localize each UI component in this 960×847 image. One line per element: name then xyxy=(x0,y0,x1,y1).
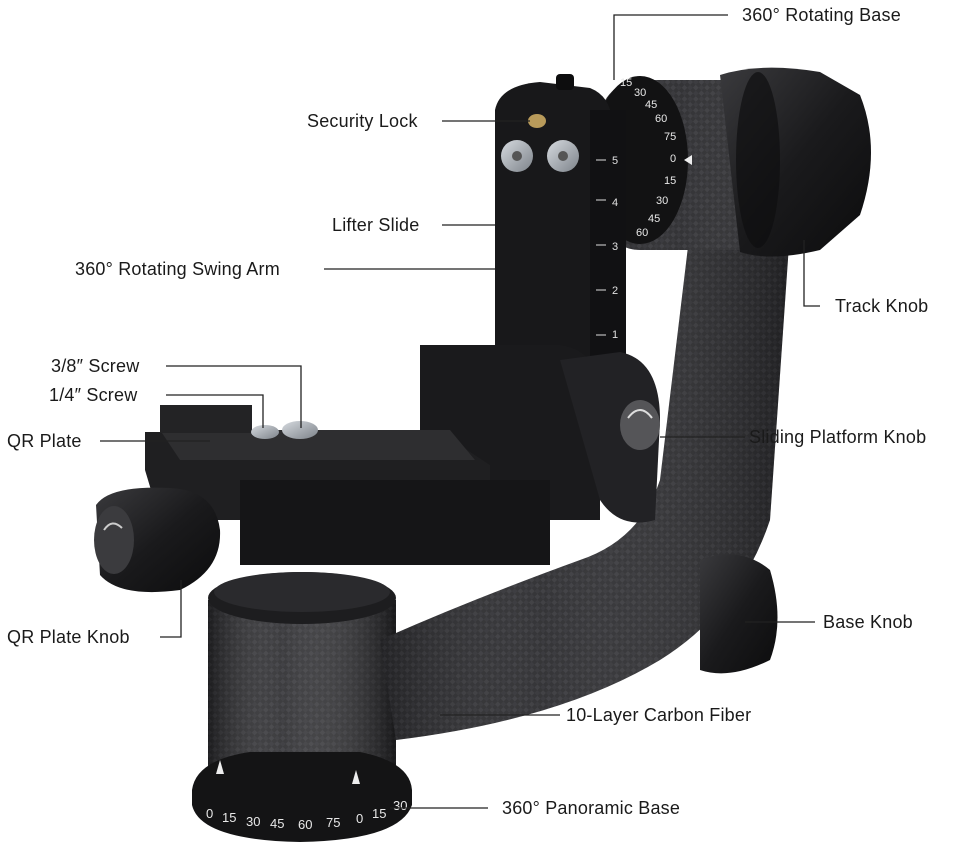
label-360-panoramic-base: 360° Panoramic Base xyxy=(502,798,681,818)
label-360-rotating-swing-arm: 360° Rotating Swing Arm xyxy=(75,259,280,279)
svg-text:3: 3 xyxy=(612,241,618,253)
label-track-knob: Track Knob xyxy=(835,296,929,316)
svg-text:5: 5 xyxy=(612,155,618,167)
svg-text:75: 75 xyxy=(326,815,340,830)
label-base-knob: Base Knob xyxy=(823,612,913,632)
svg-text:30: 30 xyxy=(246,814,260,829)
panoramic-base-body: 0 15 30 45 60 75 0 15 30 xyxy=(192,572,412,842)
svg-text:4: 4 xyxy=(612,197,618,209)
carbon-fiber-arm xyxy=(380,230,790,740)
label-sliding-platform-knob: Sliding Platform Knob xyxy=(749,427,927,447)
label-3-8-screw: 3/8″ Screw xyxy=(51,356,140,376)
label-qr-plate: QR Plate xyxy=(7,431,82,451)
svg-text:30: 30 xyxy=(393,798,407,813)
svg-text:0: 0 xyxy=(670,153,676,165)
svg-text:0: 0 xyxy=(356,811,363,826)
svg-text:0: 0 xyxy=(206,806,213,821)
svg-text:60: 60 xyxy=(655,113,667,125)
svg-text:2: 2 xyxy=(612,285,618,297)
svg-text:60: 60 xyxy=(298,817,312,832)
leader-lines xyxy=(100,14,820,809)
svg-text:45: 45 xyxy=(648,213,660,225)
svg-text:15: 15 xyxy=(620,77,632,89)
base-knob-shape xyxy=(700,554,778,674)
label-10-layer-carbon-fiber: 10-Layer Carbon Fiber xyxy=(566,705,752,725)
svg-text:60: 60 xyxy=(636,227,648,239)
svg-text:15: 15 xyxy=(222,810,236,825)
qr-plate-assembly xyxy=(94,405,550,593)
svg-text:45: 45 xyxy=(645,99,657,111)
label-1-4-screw: 1/4″ Screw xyxy=(49,385,138,405)
svg-text:75: 75 xyxy=(664,131,676,143)
svg-text:45: 45 xyxy=(270,816,284,831)
svg-text:30: 30 xyxy=(634,87,646,99)
label-lifter-slide: Lifter Slide xyxy=(332,215,420,235)
label-security-lock: Security Lock xyxy=(307,111,418,131)
svg-text:15: 15 xyxy=(664,175,676,187)
svg-text:30: 30 xyxy=(656,195,668,207)
label-qr-plate-knob: QR Plate Knob xyxy=(7,627,130,647)
lifter-slide-plate: 5 4 3 2 1 xyxy=(495,74,626,360)
svg-text:15: 15 xyxy=(372,806,386,821)
label-360-rotating-base: 360° Rotating Base xyxy=(742,5,901,25)
svg-text:1: 1 xyxy=(612,329,618,341)
